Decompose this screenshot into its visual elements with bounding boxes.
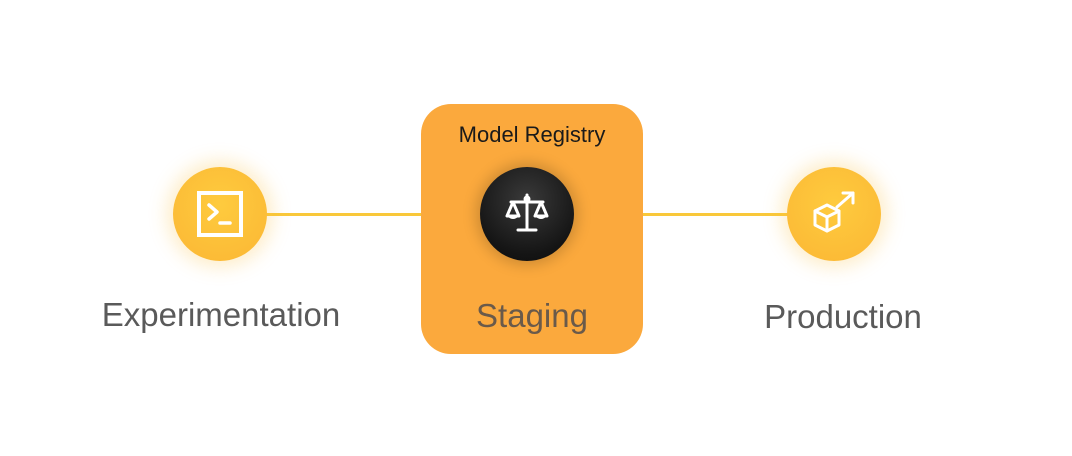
production-label: Production: [764, 298, 922, 335]
model-registry-title: Model Registry: [458, 122, 606, 147]
connector-staging-production: [626, 213, 804, 216]
terminal-icon: [197, 191, 243, 237]
staging-node: [480, 167, 574, 261]
box-arrow-icon: [813, 191, 855, 233]
staging-label: Staging: [476, 297, 588, 334]
experimentation-node: [173, 167, 267, 261]
connector-experimentation-staging: [258, 213, 438, 216]
experimentation-label: Experimentation: [101, 296, 341, 333]
production-node: [787, 167, 881, 261]
scale-icon: [505, 193, 549, 232]
